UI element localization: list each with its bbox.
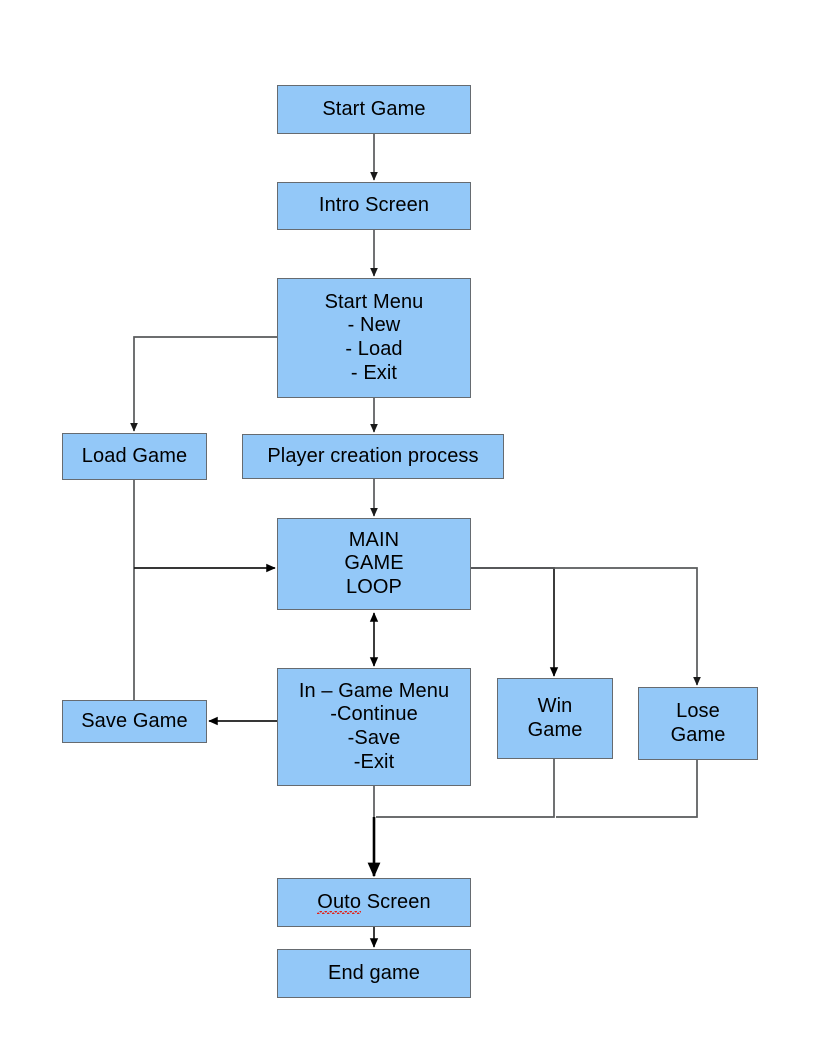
- node-intro-screen[interactable]: Intro Screen: [277, 182, 471, 230]
- node-outo-screen-misspelled-word: Outo: [317, 890, 362, 913]
- node-load-game[interactable]: Load Game: [62, 433, 207, 480]
- node-lose-game-line1: Lose: [676, 699, 720, 722]
- node-save-game-label: Save Game: [81, 709, 188, 732]
- node-intro-screen-label: Intro Screen: [318, 194, 430, 217]
- node-player-creation-process[interactable]: Player creation process: [242, 434, 504, 479]
- node-load-game-label: Load Game: [81, 444, 188, 467]
- node-in-game-menu-item-save[interactable]: -Save: [347, 727, 401, 749]
- node-start-game-label: Start Game: [322, 97, 426, 120]
- node-start-menu-title: Start Menu: [324, 290, 424, 313]
- node-main-game-loop-line3: LOOP: [346, 575, 402, 598]
- node-player-creation-label: Player creation process: [267, 444, 479, 467]
- edge-lose-game-to-merge: [556, 760, 698, 818]
- node-in-game-menu[interactable]: In – Game Menu -Continue -Save -Exit: [277, 668, 471, 786]
- node-outo-screen-label: Outo Screen: [317, 890, 431, 915]
- node-outo-screen[interactable]: Outo Screen: [277, 878, 471, 927]
- node-start-menu-item-new[interactable]: - New: [347, 314, 401, 337]
- node-main-game-loop-line1: MAIN: [348, 528, 400, 551]
- node-start-menu-item-exit[interactable]: - Exit: [350, 361, 398, 384]
- edge-start-menu-to-load-game: [130, 336, 277, 432]
- node-end-game-label: End game: [328, 961, 420, 984]
- node-in-game-menu-title: In – Game Menu: [298, 679, 450, 702]
- node-lose-game[interactable]: Lose Game: [638, 687, 758, 760]
- edge-main-game-loop-to-win-game: [471, 567, 559, 677]
- node-lose-game-line2: Game: [670, 723, 726, 746]
- node-win-game-line2: Game: [527, 718, 583, 741]
- node-start-game[interactable]: Start Game: [277, 85, 471, 134]
- node-main-game-loop[interactable]: MAIN GAME LOOP: [277, 518, 471, 610]
- node-in-game-menu-item-exit[interactable]: -Exit: [353, 750, 395, 773]
- node-save-game[interactable]: Save Game: [62, 700, 207, 743]
- node-outo-screen-rest: Screen: [361, 890, 431, 913]
- node-end-game[interactable]: End game: [277, 949, 471, 998]
- node-win-game-line1: Win: [537, 694, 573, 717]
- node-main-game-loop-line2: GAME: [344, 552, 404, 575]
- node-win-game[interactable]: Win Game: [497, 678, 613, 759]
- edge-win-game-to-merge: [376, 759, 555, 818]
- node-start-menu-item-load[interactable]: - Load: [345, 338, 403, 360]
- edge-main-game-loop-to-lose-game: [471, 567, 701, 686]
- node-in-game-menu-item-continue[interactable]: -Continue: [330, 703, 418, 726]
- node-start-menu[interactable]: Start Menu - New - Load - Exit: [277, 278, 471, 398]
